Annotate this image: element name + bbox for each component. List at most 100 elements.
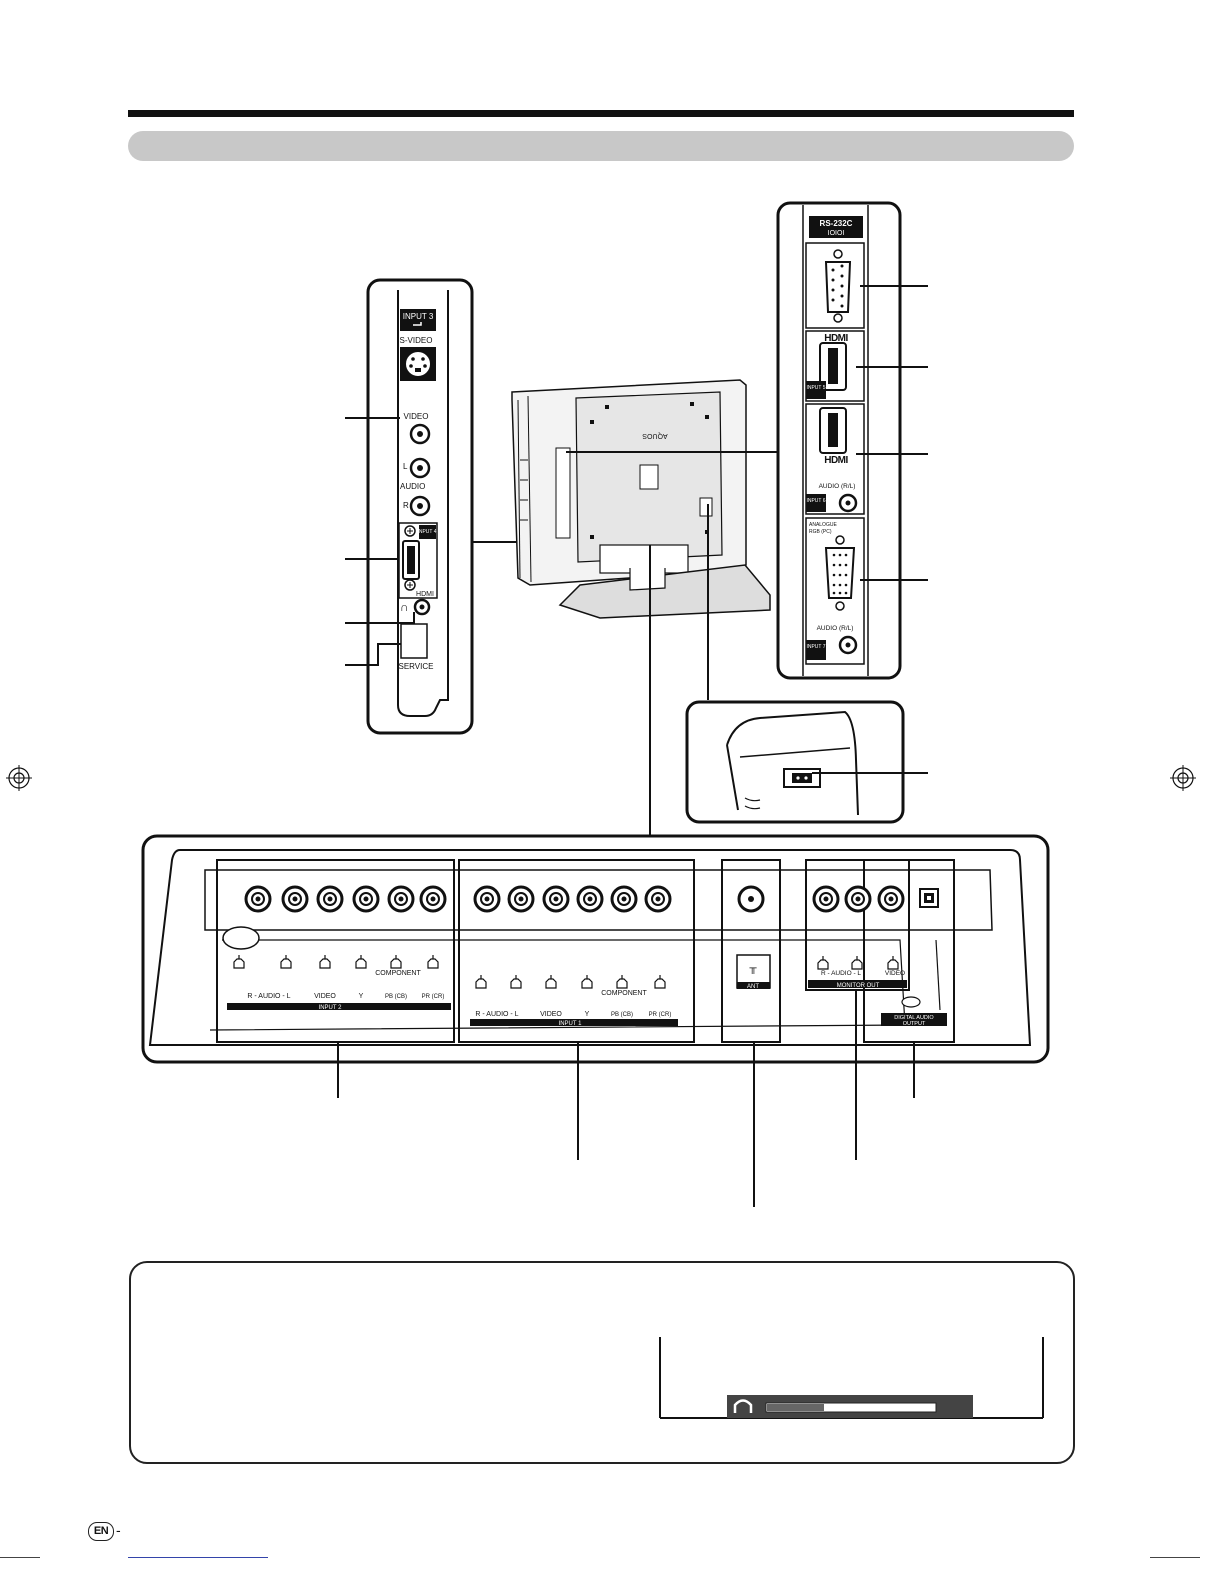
input1-label: INPUT 1 xyxy=(559,1021,583,1027)
rca-jack-pin xyxy=(655,896,661,902)
rs232c-glyph: IOIOI xyxy=(828,230,845,237)
monitor-out-label: MONITOR OUT xyxy=(837,983,880,989)
crop-line-left xyxy=(0,1557,40,1558)
language-badge: EN xyxy=(88,1522,114,1541)
row-label-audio-input2: R - AUDIO - L xyxy=(247,993,290,1000)
note-box xyxy=(129,1261,1075,1464)
row-label-pb-input2: PB (CB) xyxy=(385,994,407,1000)
audio-l-label: L xyxy=(403,462,408,471)
registration-mark-right xyxy=(1170,765,1196,791)
monitor-video-label: VIDEO xyxy=(885,970,905,977)
rca-jack-pin xyxy=(855,896,861,902)
tv-callouts xyxy=(566,451,778,835)
audio-label: AUDIO xyxy=(400,482,425,491)
connector-symbol-icon xyxy=(817,956,829,970)
digital-audio-output-label: OUTPUT xyxy=(903,1021,926,1027)
rca-jack-pin xyxy=(518,896,524,902)
footer-link-line xyxy=(128,1557,268,1558)
connector-symbol-icon xyxy=(233,955,245,969)
headphone-volume-fill xyxy=(767,1404,824,1411)
row-label-video-input1: VIDEO xyxy=(540,1011,562,1018)
bottom-terminal-panel: COMPONENT R - AUDIO - L VIDEO Y PB (CB) … xyxy=(141,834,1050,1064)
tv-brand-logo: AQUOS xyxy=(642,432,668,439)
crop-line-right xyxy=(1150,1557,1200,1558)
hdmi-logo-input6: HDMI xyxy=(824,455,848,466)
ant-label: ANT xyxy=(747,984,759,990)
connector-symbol-icon xyxy=(475,975,487,989)
rca-jack-pin xyxy=(484,896,490,902)
connector-symbol-icon xyxy=(427,955,439,969)
input2-label: INPUT 2 xyxy=(319,1005,343,1011)
power-inlet-detail xyxy=(685,700,928,824)
rca-jack-pin xyxy=(823,896,829,902)
connector-symbol-icon xyxy=(355,955,367,969)
right-callouts xyxy=(856,285,928,581)
component-label-input2: COMPONENT xyxy=(375,970,421,977)
right-side-panel: RS-232C IOIOI HDMI INPUT 5 HDMI AUDIO (R… xyxy=(776,201,902,680)
connector-symbol-icon xyxy=(319,955,331,969)
service-label: SERVICE xyxy=(399,662,434,671)
hdmi-label-left: HDMI xyxy=(416,591,434,598)
connector-symbol-icon xyxy=(616,975,628,989)
rca-jack-pin xyxy=(327,896,333,902)
left-side-panel: INPUT 3 S-VIDEO VIDEO L AUDIO R INPUT 4 … xyxy=(366,278,474,735)
monitor-audio-label: R - AUDIO - L xyxy=(821,970,861,977)
input6-label: INPUT 6 xyxy=(806,498,825,504)
rca-jack-pin xyxy=(621,896,627,902)
rs232c-port xyxy=(824,261,852,313)
rca-jack-pin xyxy=(363,896,369,902)
headphone-volume-screen xyxy=(659,1337,1044,1419)
s-video-label: S-VIDEO xyxy=(400,336,433,345)
page-number-dash: - xyxy=(116,1522,121,1538)
rca-jack-pin xyxy=(430,896,436,902)
input2-labels: COMPONENT R - AUDIO - L VIDEO Y PB (CB) … xyxy=(227,970,451,1011)
connector-symbol-icon xyxy=(851,956,863,970)
connector-symbol-icon xyxy=(280,955,292,969)
row-label-pb-input1: PB (CB) xyxy=(611,1012,633,1018)
registration-mark-left xyxy=(6,765,32,791)
connector-symbol-icon xyxy=(510,975,522,989)
section-title-bar xyxy=(128,131,1074,161)
row-label-audio-input1: R - AUDIO - L xyxy=(475,1011,518,1018)
rca-jack-pin xyxy=(587,896,593,902)
rca-jack-row xyxy=(233,885,905,989)
row-label-pr-input2: PR (CR) xyxy=(422,994,445,1000)
headphone-volume-bar xyxy=(765,1402,937,1413)
header-rule xyxy=(128,110,1074,117)
hdmi-logo-input5: HDMI xyxy=(824,333,848,344)
component-label-input1: COMPONENT xyxy=(601,990,647,997)
left-callouts xyxy=(345,417,528,666)
input5-label: INPUT 5 xyxy=(806,385,825,391)
connector-symbol-icon xyxy=(887,956,899,970)
input7-label: INPUT 7 xyxy=(806,644,825,650)
antenna-icon: ╥ xyxy=(748,963,757,974)
headphone-icon-osd xyxy=(733,1399,753,1413)
input4-label: INPUT 4 xyxy=(417,529,436,535)
rca-jack-pin xyxy=(553,896,559,902)
connector-symbol-icon xyxy=(390,955,402,969)
input1-labels: COMPONENT R - AUDIO - L VIDEO Y PB (CB) … xyxy=(470,990,678,1027)
tv-rear-illustration: AQUOS xyxy=(511,379,771,619)
rca-jack-pin xyxy=(255,896,261,902)
row-label-video-input2: VIDEO xyxy=(314,993,336,1000)
service-port xyxy=(400,623,428,659)
rs232c-label: RS-232C xyxy=(820,219,853,228)
rca-jack-pin xyxy=(888,896,894,902)
connector-symbol-icon xyxy=(545,975,557,989)
bottom-callouts xyxy=(337,990,915,1207)
row-label-y-input1: Y xyxy=(585,1011,590,1018)
audio-rl-label-input6: AUDIO (R/L) xyxy=(819,483,856,490)
analogue-label: ANALOGUE xyxy=(809,522,837,528)
rca-jack-pin xyxy=(398,896,404,902)
rgb-pc-label: RGB (PC) xyxy=(809,529,832,535)
connector-symbol-icon xyxy=(581,975,593,989)
connector-symbol-icon xyxy=(654,975,666,989)
video-label: VIDEO xyxy=(404,412,429,421)
s-video-jack xyxy=(404,350,432,378)
row-label-y-input2: Y xyxy=(359,993,364,1000)
row-label-pr-input1: PR (CR) xyxy=(649,1012,672,1018)
audio-rl-label-input7: AUDIO (R/L) xyxy=(817,625,854,632)
audio-r-label: R xyxy=(403,501,409,510)
input3-label: INPUT 3 xyxy=(403,312,434,321)
